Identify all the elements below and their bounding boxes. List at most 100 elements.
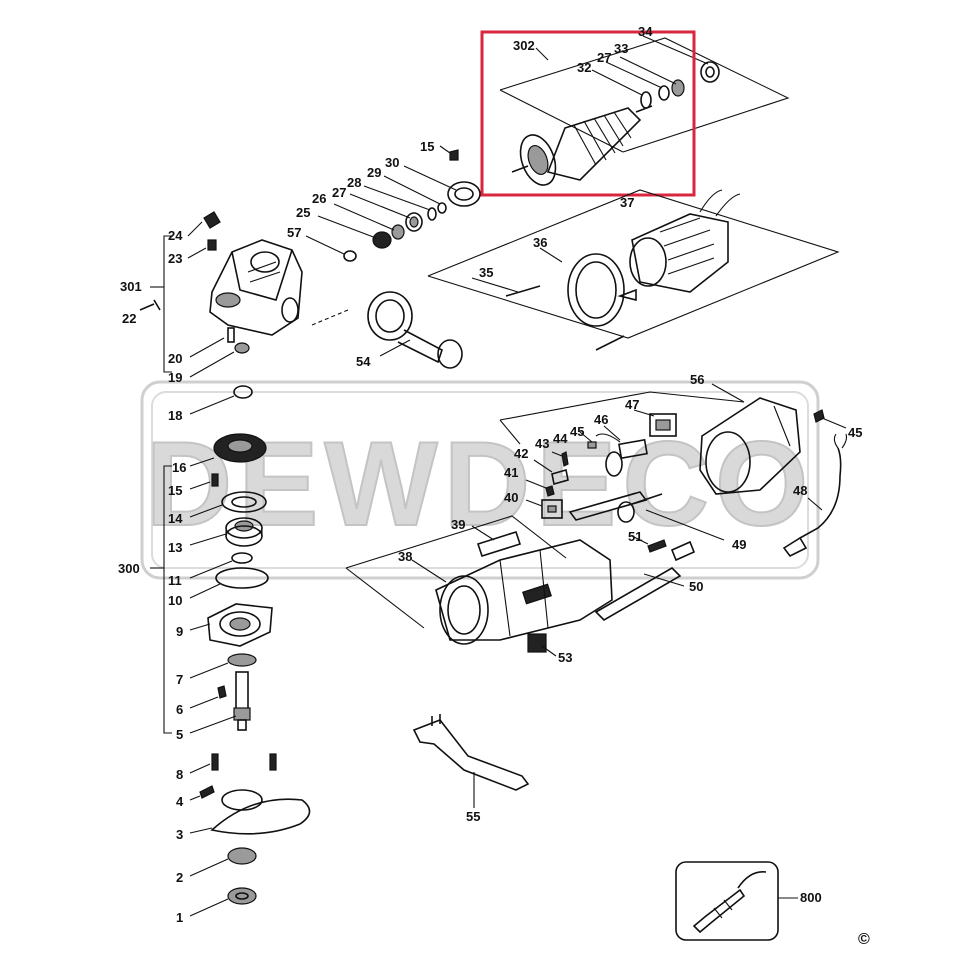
label-302: 302 <box>513 38 535 53</box>
label-15: 15 <box>420 139 434 154</box>
label-50: 50 <box>689 579 703 594</box>
label-57: 57 <box>287 225 301 240</box>
screw-22[interactable] <box>139 299 161 311</box>
label-24: 24 <box>168 228 183 243</box>
label-45: 45 <box>848 425 862 440</box>
label-800: 800 <box>800 890 822 905</box>
label-48: 48 <box>793 483 807 498</box>
screw-8b[interactable] <box>269 753 277 771</box>
label-29: 29 <box>367 165 381 180</box>
stator-field-37[interactable] <box>629 189 741 293</box>
ring-11[interactable] <box>231 552 253 564</box>
label-39: 39 <box>451 517 465 532</box>
brush-42[interactable] <box>551 468 569 486</box>
washer-32[interactable] <box>640 91 652 109</box>
highlight-box <box>480 30 696 197</box>
washer-29[interactable] <box>437 202 447 214</box>
spindle-5[interactable] <box>233 671 251 731</box>
label-44: 44 <box>553 431 568 446</box>
copyright-symbol: © <box>858 931 870 948</box>
label-5: 5 <box>176 727 183 742</box>
label-25: 25 <box>296 205 310 220</box>
cable-48[interactable] <box>782 433 848 558</box>
bearing-34[interactable] <box>700 61 720 83</box>
outer-flange-1[interactable] <box>227 887 257 905</box>
label-36: 36 <box>533 235 547 250</box>
label-41: 41 <box>504 465 518 480</box>
label-43: 43 <box>535 436 549 451</box>
pin-20[interactable] <box>227 327 235 343</box>
rear-cover-56[interactable] <box>699 397 801 495</box>
cap-19[interactable] <box>234 342 250 354</box>
bearing-27b[interactable] <box>405 212 423 232</box>
screw-35[interactable] <box>505 285 541 297</box>
label-38: 38 <box>398 549 412 564</box>
label-7: 7 <box>176 672 183 687</box>
screw-45a[interactable] <box>813 409 825 423</box>
gear-housing-group[interactable] <box>209 239 303 336</box>
armature-group[interactable] <box>499 35 790 190</box>
brush-holder-40[interactable] <box>541 499 563 519</box>
label-45: 45 <box>570 424 584 439</box>
baffle-30[interactable] <box>447 181 481 207</box>
label-11: 11 <box>168 573 182 588</box>
o-ring-10[interactable] <box>215 567 269 589</box>
label-6: 6 <box>176 702 183 717</box>
label-35: 35 <box>479 265 493 280</box>
label-46: 46 <box>594 412 608 427</box>
label-20: 20 <box>168 351 182 366</box>
screw-15b[interactable] <box>211 473 219 487</box>
label-47: 47 <box>625 397 639 412</box>
screw-15a[interactable] <box>449 149 459 161</box>
label-14: 14 <box>168 511 183 526</box>
fan-baffle-36[interactable] <box>567 253 637 327</box>
o-ring-57[interactable] <box>343 250 357 262</box>
lock-button-24[interactable] <box>203 211 221 229</box>
label-8: 8 <box>176 767 183 782</box>
spring-23[interactable] <box>207 239 217 251</box>
bearing-plate-9[interactable] <box>207 603 273 647</box>
spring-41[interactable] <box>545 485 555 497</box>
switch-rod-49[interactable] <box>568 491 663 523</box>
label-37: 37 <box>620 195 634 210</box>
label-4: 4 <box>176 794 184 809</box>
switch-slider-50[interactable] <box>594 540 696 622</box>
plate-14[interactable] <box>221 491 267 513</box>
pin-spanner-55[interactable] <box>412 714 530 791</box>
part-labels: 302 34 33 27 32 15 30 29 28 27 26 25 57 … <box>118 24 870 948</box>
motor-housing-38[interactable] <box>435 539 613 645</box>
label-18: 18 <box>168 408 182 423</box>
spring-43[interactable] <box>561 451 569 467</box>
label-2: 2 <box>176 870 183 885</box>
nut-26[interactable] <box>391 224 405 240</box>
button-53[interactable] <box>527 633 547 653</box>
circlip-18[interactable] <box>233 385 253 399</box>
label-32: 32 <box>577 60 591 75</box>
suppressor-46[interactable] <box>595 433 648 460</box>
bevel-gear-16[interactable] <box>213 433 267 463</box>
armature-part[interactable] <box>511 105 653 190</box>
accessory-box-800[interactable] <box>675 861 779 941</box>
label-54: 54 <box>356 354 371 369</box>
screw-8a[interactable] <box>211 753 219 771</box>
inner-flange-2[interactable] <box>227 847 257 865</box>
label-22: 22 <box>122 311 136 326</box>
side-handle-54[interactable] <box>367 291 463 369</box>
key-6[interactable] <box>217 685 227 699</box>
pinion-25[interactable] <box>372 231 392 249</box>
ring-28[interactable] <box>427 207 437 221</box>
label-19: 19 <box>168 370 182 385</box>
bearing-27[interactable] <box>658 85 670 101</box>
label-plate-39[interactable] <box>476 531 522 557</box>
label-27: 27 <box>332 185 346 200</box>
label-28: 28 <box>347 175 361 190</box>
pin-4[interactable] <box>199 785 215 799</box>
switch-47[interactable] <box>649 413 677 437</box>
wheel-guard-3[interactable] <box>210 789 311 835</box>
bearing-7[interactable] <box>227 653 257 667</box>
label-26: 26 <box>312 191 326 206</box>
bearing-13[interactable] <box>225 517 263 547</box>
label-1: 1 <box>176 910 183 925</box>
label-3: 3 <box>176 827 183 842</box>
screw-51[interactable] <box>647 539 667 553</box>
